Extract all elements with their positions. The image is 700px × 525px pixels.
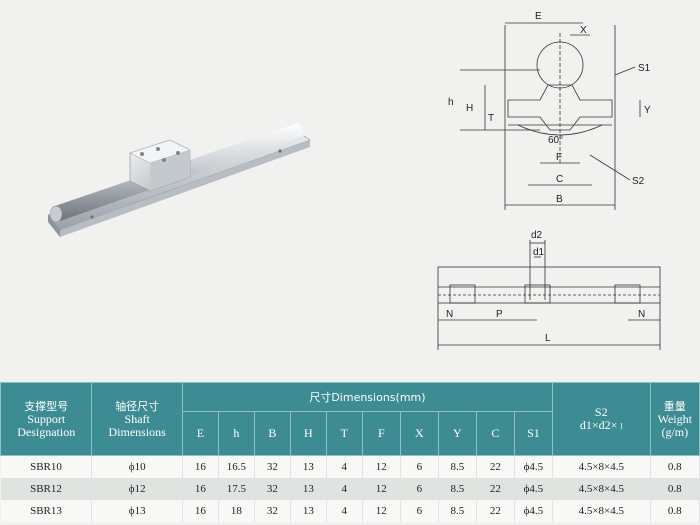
cell-b: 32 <box>254 500 291 522</box>
label-angle: 60° <box>548 135 563 146</box>
label-n-right: N <box>638 309 645 320</box>
label-b: B <box>556 194 563 205</box>
cell-model: SBR10 <box>0 455 93 478</box>
cell-f: 12 <box>362 455 401 478</box>
label-c: C <box>556 174 563 185</box>
cell-f: 12 <box>362 500 401 522</box>
cell-e: 16 <box>182 478 219 500</box>
cell-model: SBR13 <box>0 500 93 522</box>
header-s2: S2 d1×d2× l <box>551 382 651 456</box>
table-row: SBR10 ϕ10 16 16.5 32 13 4 12 6 8.5 22 ϕ4… <box>0 455 700 478</box>
cell-shaft: ϕ12 <box>91 478 183 500</box>
cell-h: 16.5 <box>218 455 255 478</box>
cell-weight: 0.8 <box>650 455 700 478</box>
header-y: Y <box>437 411 477 456</box>
cell-weight: 0.8 <box>650 500 700 522</box>
header-c: C <box>475 411 515 456</box>
header-x: X <box>399 411 439 456</box>
label-f: F <box>556 152 562 163</box>
label-h-small: h <box>448 97 454 108</box>
label-p: P <box>496 309 503 320</box>
cell-s2: 4.5×8×4.5 <box>552 478 651 500</box>
cell-y: 8.5 <box>438 500 477 522</box>
cell-shaft: ϕ10 <box>91 455 183 478</box>
label-d1: d1 <box>533 247 545 258</box>
cell-weight: 0.8 <box>650 478 700 500</box>
spec-table: 支撑型号 Support Designation 轴径尺寸 Shaft Dime… <box>0 382 700 522</box>
cell-model: SBR12 <box>0 478 93 500</box>
cell-s2: 4.5×8×4.5 <box>552 500 651 522</box>
label-l: L <box>545 333 551 344</box>
header-b: B <box>253 411 291 456</box>
cell-s1: ϕ4.5 <box>514 500 553 522</box>
cell-shaft: ϕ13 <box>91 500 183 522</box>
product-photo <box>47 123 311 237</box>
label-t: T <box>488 113 494 124</box>
header-shaft: 轴径尺寸 Shaft Dimensions <box>91 382 183 456</box>
cell-y: 8.5 <box>438 455 477 478</box>
cell-s2: 4.5×8×4.5 <box>552 455 651 478</box>
side-view-diagram: d2 d1 N P N L <box>437 230 661 350</box>
cell-f: 12 <box>362 478 401 500</box>
label-e: E <box>535 11 542 22</box>
header-e: E <box>181 411 219 456</box>
header-support: 支撑型号 Support Designation <box>0 382 93 456</box>
header-h-upper: H <box>289 411 327 456</box>
label-y: Y <box>644 105 651 116</box>
table-row: SBR13 ϕ13 16 18 32 13 4 12 6 8.5 22 ϕ4.5… <box>0 500 700 522</box>
table-row: SBR12 ϕ12 16 17.5 32 13 4 12 6 8.5 22 ϕ4… <box>0 478 700 500</box>
cell-b: 32 <box>254 455 291 478</box>
label-n-left: N <box>446 309 453 320</box>
label-s1: S1 <box>638 63 651 74</box>
cell-y: 8.5 <box>438 478 477 500</box>
cell-t: 4 <box>326 478 363 500</box>
cell-x: 6 <box>400 455 439 478</box>
header-t: T <box>325 411 363 456</box>
cell-c: 22 <box>476 478 515 500</box>
cell-c: 22 <box>476 455 515 478</box>
header-h: h <box>217 411 255 456</box>
label-d2: d2 <box>531 230 543 241</box>
header-f: F <box>361 411 401 456</box>
cell-h-upper: 13 <box>290 478 327 500</box>
header-dimensions: 尺寸Dimensions(mm) <box>181 382 553 412</box>
cell-h: 18 <box>218 500 255 522</box>
cell-s1: ϕ4.5 <box>514 478 553 500</box>
cell-e: 16 <box>182 455 219 478</box>
cell-t: 4 <box>326 500 363 522</box>
label-x: X <box>580 25 587 36</box>
cell-e: 16 <box>182 500 219 522</box>
cell-x: 6 <box>400 500 439 522</box>
cell-x: 6 <box>400 478 439 500</box>
cell-s1: ϕ4.5 <box>514 455 553 478</box>
cell-h: 17.5 <box>218 478 255 500</box>
cell-h-upper: 13 <box>290 500 327 522</box>
header-s1: S1 <box>513 411 553 456</box>
cell-h-upper: 13 <box>290 455 327 478</box>
cross-section-diagram: E X S1 h H T Y 60° F C B S2 <box>448 11 651 210</box>
cell-b: 32 <box>254 478 291 500</box>
cell-t: 4 <box>326 455 363 478</box>
label-s2: S2 <box>632 176 645 187</box>
header-weight: 重量 Weight (g/m) <box>649 382 700 456</box>
cell-c: 22 <box>476 500 515 522</box>
label-h: H <box>466 103 473 114</box>
